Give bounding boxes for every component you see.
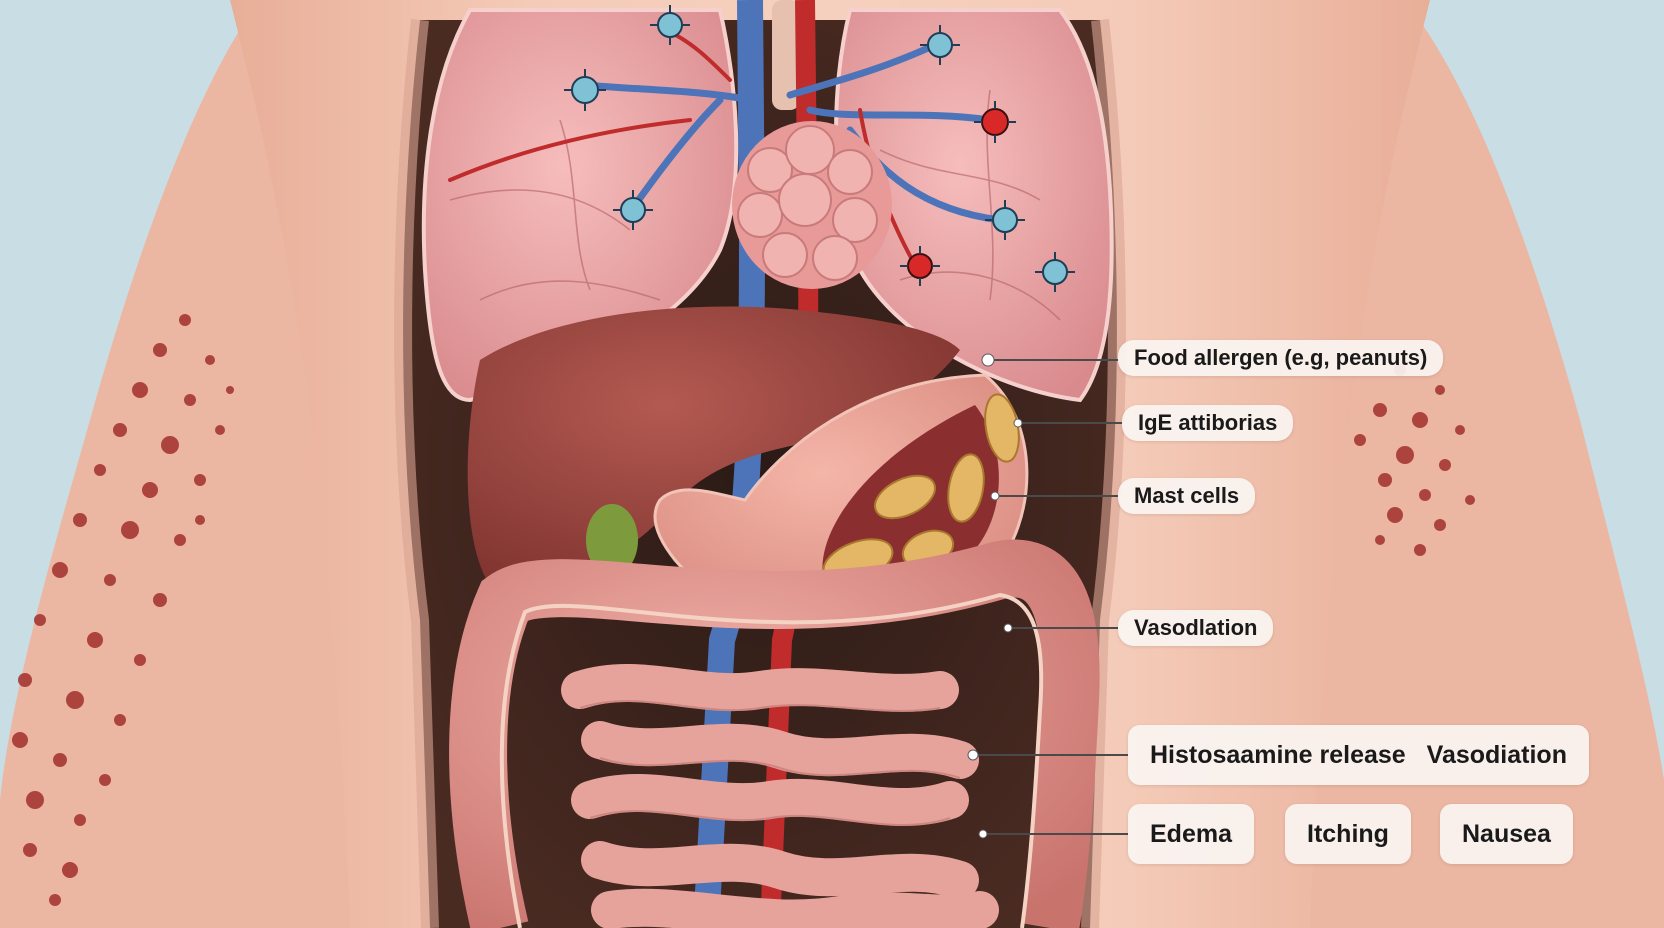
callout-lines <box>973 359 1128 835</box>
label-ige-antibodies: IgE attiborias <box>1122 405 1294 441</box>
label-food-allergen: Food allergen (e.g, peanuts) <box>1118 340 1444 376</box>
liver <box>467 306 960 588</box>
cavity-rim <box>394 19 1126 928</box>
intestine-band <box>499 592 1044 928</box>
label-nausea: Nausea <box>1440 804 1573 864</box>
label-edema: Edema <box>1128 804 1254 864</box>
skin-rash-left <box>12 314 234 906</box>
label-histamine-release: Histosaamine release <box>1150 741 1406 769</box>
small-intestine <box>561 664 999 928</box>
label-vasodilation: Vasodlation <box>1118 610 1274 646</box>
label-itching: Itching <box>1285 804 1411 864</box>
small-intestine-shadow <box>579 700 961 826</box>
cell-spikes <box>564 5 1075 292</box>
label-mast-cells: Mast cells <box>1118 478 1256 514</box>
label-histamine-release-vasodilation: Histosaamine release Vasodiation <box>1128 725 1589 785</box>
callout-dots <box>967 353 1023 839</box>
label-vasodilation-2: Vasodiation <box>1426 741 1567 769</box>
large-intestine <box>449 539 1100 928</box>
trachea <box>772 0 800 110</box>
gallbladder <box>586 504 638 576</box>
heart <box>732 121 892 289</box>
